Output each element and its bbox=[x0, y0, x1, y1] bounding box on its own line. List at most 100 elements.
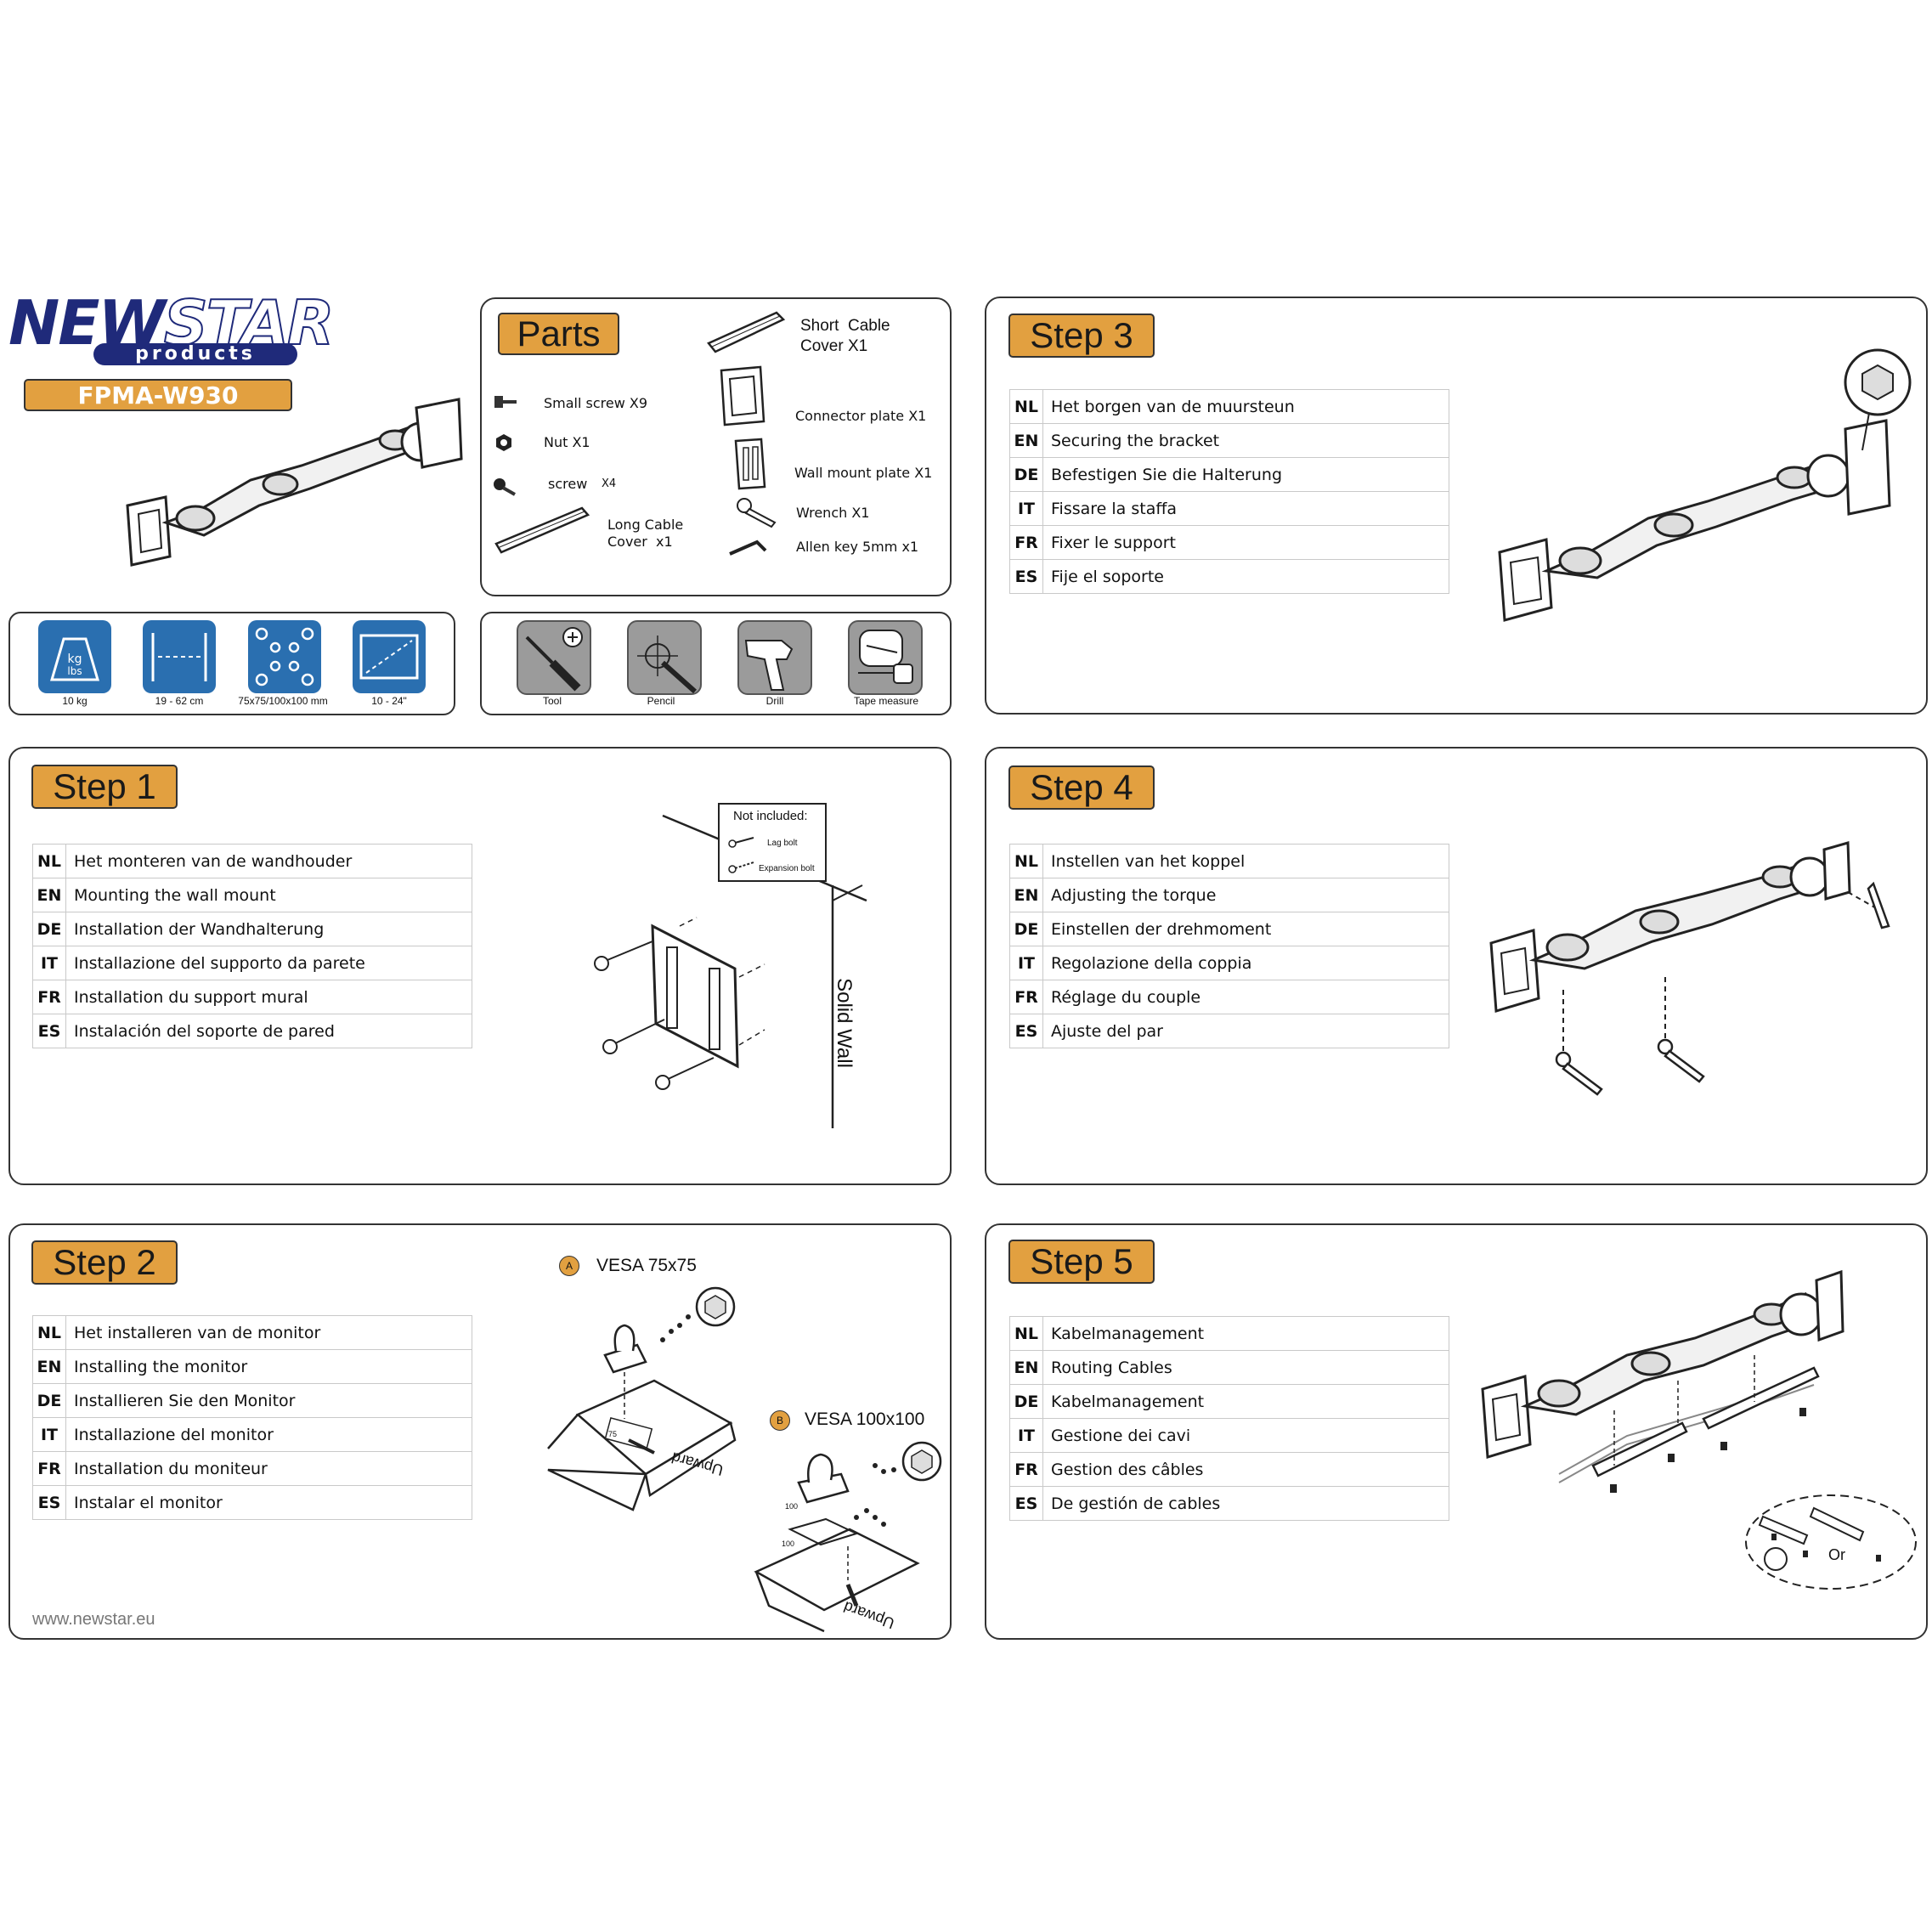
part-long-cable-cover: Long Cable Cover x1 bbox=[607, 517, 684, 550]
vesa-b-dim-top: 100 bbox=[785, 1502, 799, 1511]
step1-title: Step 1 bbox=[31, 765, 178, 809]
instruction-text: Fije el soporte bbox=[1042, 559, 1449, 594]
lang-code: ES bbox=[32, 1485, 66, 1520]
instruction-text: Fissare la staffa bbox=[1042, 491, 1449, 526]
vesa-a-marker: A bbox=[559, 1256, 579, 1276]
part-screw: screw bbox=[548, 476, 588, 492]
vesa-a-illustration bbox=[547, 1286, 737, 1511]
allen-key-icon bbox=[729, 539, 767, 556]
nut-icon bbox=[496, 434, 511, 451]
lang-code: ES bbox=[32, 1014, 66, 1048]
vesa-a-label: VESA 75x75 bbox=[596, 1256, 697, 1275]
instruction-text: Routing Cables bbox=[1042, 1350, 1449, 1385]
lang-code: EN bbox=[1009, 423, 1043, 458]
lang-code: NL bbox=[1009, 844, 1043, 878]
small-screw-icon bbox=[494, 396, 517, 408]
spec-label-vesa: 75x75/100x100 mm bbox=[238, 695, 328, 707]
lang-code: FR bbox=[32, 980, 66, 1014]
vesa-icon bbox=[248, 620, 321, 693]
vesa-b-illustration bbox=[754, 1441, 942, 1633]
brand-sub: products bbox=[135, 343, 256, 364]
short-cable-cover-icon bbox=[707, 311, 786, 353]
expansion-bolt-label: Expansion bolt bbox=[759, 864, 815, 873]
svg-text:lbs: lbs bbox=[67, 665, 82, 677]
model-number: FPMA-W930 bbox=[77, 381, 239, 410]
screen-size-icon bbox=[353, 620, 426, 693]
instruction-text: Fixer le support bbox=[1042, 525, 1449, 560]
not-included-box: Not included: Lag bolt Expansion bolt bbox=[718, 803, 827, 882]
step4-illustration bbox=[1489, 841, 1890, 1096]
instruction-text: Installazione del supporto da parete bbox=[65, 946, 472, 980]
instruction-text: Einstellen der drehmoment bbox=[1042, 912, 1449, 946]
instruction-text: Het borgen van de muursteun bbox=[1042, 389, 1449, 424]
lang-code: IT bbox=[1009, 946, 1043, 980]
instruction-text: Installation du support mural bbox=[65, 980, 472, 1014]
screw-icon bbox=[494, 478, 516, 496]
footer-url: www.newstar.eu bbox=[32, 1610, 155, 1629]
step1-title-text: Step 1 bbox=[53, 766, 156, 806]
instruction-text: Regolazione della coppia bbox=[1042, 946, 1449, 980]
vesa-b-label: VESA 100x100 bbox=[805, 1409, 925, 1429]
step5-title-text: Step 5 bbox=[1030, 1241, 1133, 1281]
instruction-text: Mounting the wall mount bbox=[65, 878, 472, 912]
screwdriver-icon bbox=[517, 620, 591, 695]
vesa-a-dim-label: 75 bbox=[608, 1430, 618, 1438]
instruction-text: Installieren Sie den Monitor bbox=[65, 1383, 472, 1418]
lang-code: NL bbox=[32, 1315, 66, 1350]
tool-label-drill: Drill bbox=[765, 695, 784, 707]
lang-code: ES bbox=[1009, 559, 1043, 594]
lang-code: IT bbox=[1009, 491, 1043, 526]
instruction-text: Installation der Wandhalterung bbox=[65, 912, 472, 946]
lang-code: FR bbox=[1009, 525, 1043, 560]
lang-code: EN bbox=[1009, 1350, 1043, 1385]
instruction-text: Installing the monitor bbox=[65, 1349, 472, 1384]
instruction-text: De gestión de cables bbox=[1042, 1486, 1449, 1521]
solid-wall-label: Solid Wall bbox=[832, 978, 856, 1068]
lang-code: NL bbox=[32, 844, 66, 878]
lag-bolt-label: Lag bolt bbox=[767, 839, 798, 848]
step3-title: Step 3 bbox=[1008, 314, 1155, 358]
instruction-text: Instalar el monitor bbox=[65, 1485, 472, 1520]
step5-or-label: Or bbox=[1828, 1546, 1845, 1563]
lang-code: DE bbox=[1009, 912, 1043, 946]
part-connector-plate: Connector plate X1 bbox=[795, 408, 927, 424]
pencil-icon bbox=[627, 620, 702, 695]
expansion-bolt-icon bbox=[728, 861, 754, 873]
part-screw-qty: X4 bbox=[602, 477, 617, 490]
wall-mount-plate-icon bbox=[734, 438, 766, 490]
lang-code: DE bbox=[32, 912, 66, 946]
part-small-screw: Small screw X9 bbox=[544, 395, 648, 411]
instruction-text: Instellen van het koppel bbox=[1042, 844, 1449, 878]
step1-illustration bbox=[594, 814, 867, 1128]
instruction-text: Installation du moniteur bbox=[65, 1451, 472, 1486]
lang-code: DE bbox=[1009, 457, 1043, 492]
monitor-arm-illustration bbox=[126, 398, 463, 567]
spec-label-distance: 19 - 62 cm bbox=[155, 695, 204, 707]
instruction-text: Instalación del soporte de pared bbox=[65, 1014, 472, 1048]
instruction-text: Kabelmanagement bbox=[1042, 1316, 1449, 1351]
step3-title-text: Step 3 bbox=[1030, 315, 1133, 355]
instruction-text: Gestion des câbles bbox=[1042, 1452, 1449, 1487]
brand-name: NEWSTAR bbox=[8, 286, 335, 359]
step2-title-text: Step 2 bbox=[53, 1242, 156, 1282]
spec-label-screen: 10 - 24" bbox=[371, 695, 407, 707]
brand-sub-bar: products bbox=[93, 343, 297, 365]
